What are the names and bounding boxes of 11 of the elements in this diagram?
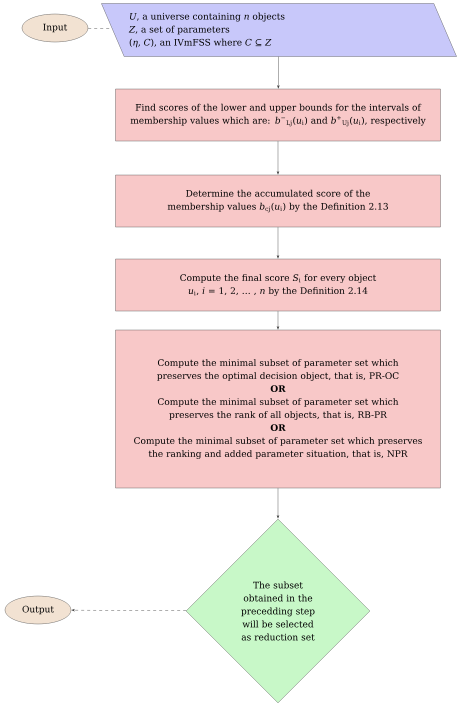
process-box: Compute the minimal subset of parameter set which preserves the optimal decision object, that is, PR-OC OR Compute the minimal subset of parameter set which preserves the rank of all objects, that is, RB-PR OR Compute the minimal subset of parameter set which preserves the ranking and added parameter situation, that is, NPR [115,330,441,488]
dashed-connector [72,608,186,612]
arrow [276,488,280,518]
input-parallelogram: U, a universe containing n objects Z, a set of parameters (η, C), an IVmFSS where C ⊆ Z [101,3,457,57]
process-box: Determine the accumulated score of the membership values b$_{cj}$(u$_{i}$) by the Definition 2.13 [115,174,441,228]
arrow [276,311,280,330]
process-box: Find scores of the lower and upper bounds for the intervals of membership values which are: b$^{−}$$_{Lj}$(u$_{i}$) and b$^{+}$$_{Uj}$(u$_{i}$), respectively [115,88,441,142]
arrow [277,56,280,88]
arrow [276,141,280,174]
arrow [276,227,280,258]
process-box: Compute the final score S$_{i}$ for every object u$_{i}$, i = 1, 2, … , n by the Definition 2.14 [115,258,441,312]
